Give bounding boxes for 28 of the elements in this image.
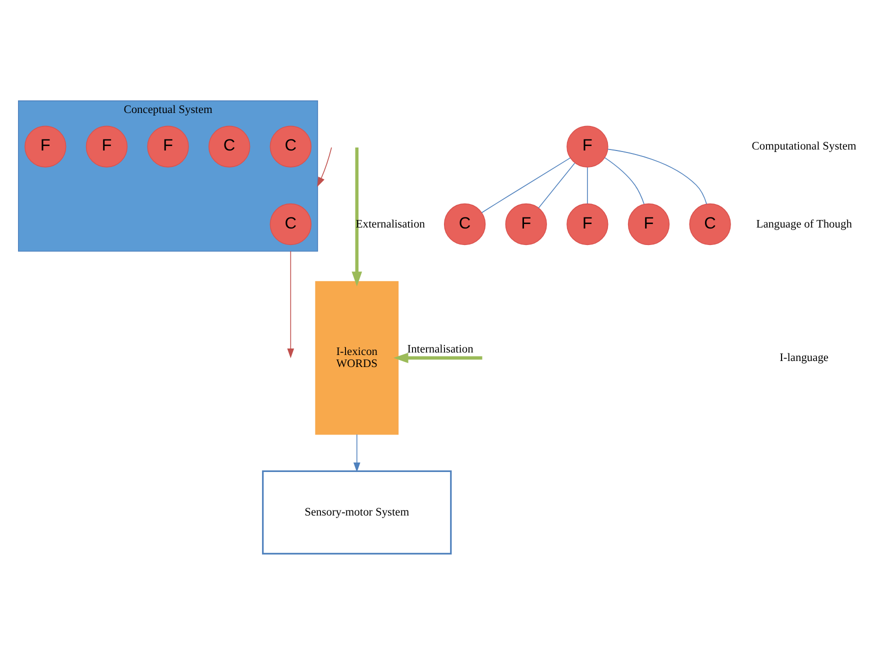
arrow xyxy=(317,146,332,186)
arrow xyxy=(352,146,362,286)
node-circle: F xyxy=(24,125,66,167)
node-box: Sensory-motor System xyxy=(262,470,452,554)
label: I-language xyxy=(780,351,829,364)
connector xyxy=(604,156,644,204)
node-circle: C xyxy=(444,202,486,245)
arrow xyxy=(353,434,360,472)
connector xyxy=(607,148,708,204)
node-circle: C xyxy=(270,125,312,167)
node-circle: C xyxy=(208,125,250,167)
arrow xyxy=(287,250,294,358)
node-circle: F xyxy=(628,202,670,245)
edge-label: Internalisation xyxy=(407,342,474,355)
label: Language of Though xyxy=(756,218,852,230)
node-circle: F xyxy=(86,125,128,167)
label: Computational System xyxy=(752,140,856,152)
node-box: I-lexicon WORDS xyxy=(315,280,399,434)
connector xyxy=(538,162,576,208)
node-circle: F xyxy=(566,202,608,245)
node-circle: C xyxy=(270,202,312,245)
node-circle: C xyxy=(689,202,731,245)
node-circle: F xyxy=(505,202,547,245)
connector xyxy=(481,157,571,213)
arrow xyxy=(394,352,482,363)
connector xyxy=(587,166,588,204)
node-circle: F xyxy=(566,125,608,167)
node-circle: F xyxy=(147,125,189,167)
